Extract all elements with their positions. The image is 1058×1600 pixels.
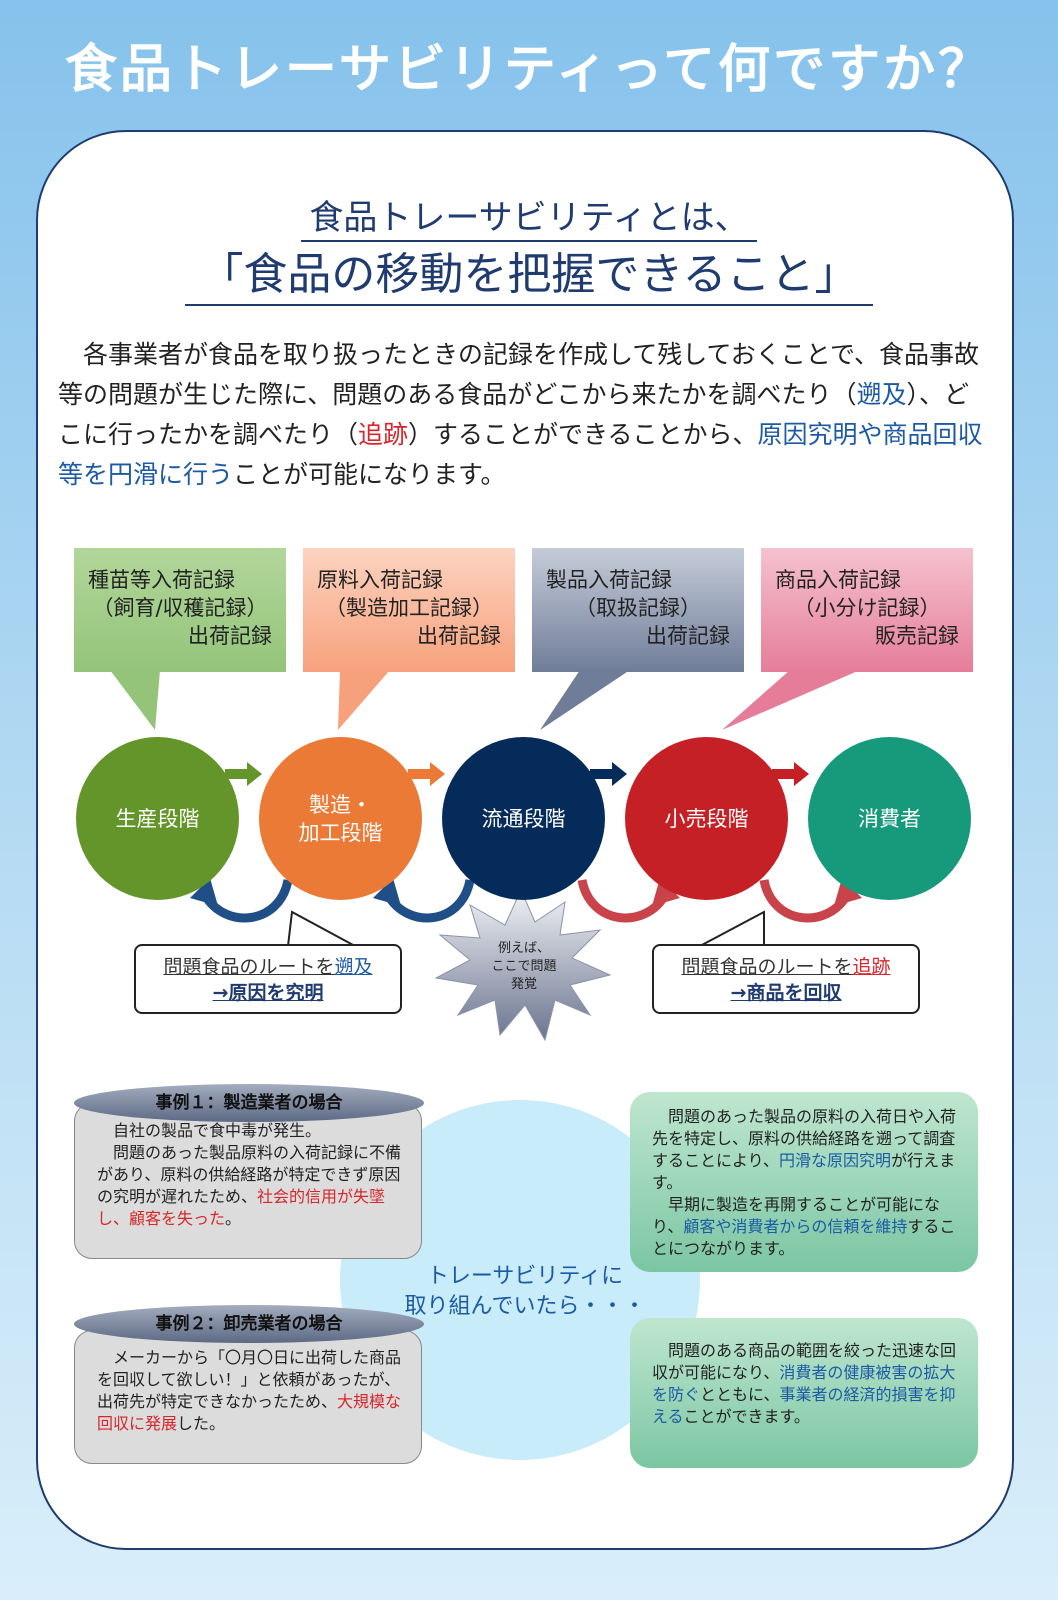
trace-back-box: 問題食品のルートを遡及 →原因を究明: [134, 944, 402, 1014]
keyword-trace-forward: 追跡: [358, 420, 409, 449]
stage-retail: 小売段階: [625, 737, 788, 900]
trace-forward-arrow-1: [577, 878, 669, 923]
trace-back-arrow-2: [384, 878, 475, 923]
center-message: トレーサビリティに 取り組んでいたら・・・: [404, 1264, 646, 1319]
arrow-2: [408, 762, 445, 786]
arrow-4: [772, 762, 809, 786]
trace-forward-box: 問題食品のルートを追跡 →商品を回収: [652, 944, 920, 1014]
keyword-smooth: 原因究明や商品回収等を円滑に行う: [58, 420, 983, 489]
case2-box: メーカーから「〇月〇日に出荷した商品を回収して欲しい！」と依頼があったが、出荷先…: [74, 1330, 422, 1464]
stage-manufacturing: 製造・加工段階: [259, 737, 422, 900]
record-bubble-2: 原料入荷記録 （製造加工記録） 出荷記録: [317, 568, 501, 648]
arrow-3: [590, 762, 627, 786]
record-bubble-3: 製品入荷記録 （取扱記録） 出荷記録: [546, 568, 730, 648]
case1-box: 自社の製品で食中毒が発生。 問題のあった製品原料の入荷記録に不備があり、原料の供…: [74, 1103, 422, 1259]
stage-consumer: 消費者: [808, 737, 971, 900]
record-bubble-4: 商品入荷記録 （小分け記録） 販売記録: [775, 568, 959, 648]
trace-forward-arrow-2: [759, 878, 851, 923]
record-bubble-3-shape: [532, 548, 744, 730]
page-title: 食品トレーサビリティって何ですか？: [64, 40, 994, 100]
case2-result: 問題のある商品の範囲を絞った迅速な回収が可能になり、消費者の健康被害の拡大を防ぐ…: [630, 1318, 978, 1468]
case1-result: 問題のあった製品の原料の入荷日や入荷先を特定し、原料の供給経路を遡って調査するこ…: [630, 1092, 978, 1272]
stage-production: 生産段階: [76, 737, 239, 900]
problem-burst-shape: [434, 888, 612, 1042]
subtitle-line1: 食品トレーサビリティとは、: [0, 190, 1058, 242]
record-bubble-4-shape: [722, 548, 973, 730]
subtitle-line2: 「食品の移動を把握できること」: [0, 238, 1058, 306]
trace-back-arrow-1: [201, 878, 293, 923]
case2-title: 事例２：卸売業者の場合: [74, 1305, 424, 1343]
keyword-trace-back: 遡及: [856, 380, 907, 409]
record-bubble-1-shape: [74, 548, 286, 730]
stage-distribution: 流通段階: [442, 737, 605, 900]
record-bubble-2-shape: [303, 548, 515, 730]
case1-title: 事例１：製造業者の場合: [74, 1084, 424, 1122]
arrow-1: [225, 762, 262, 786]
record-bubble-1: 種苗等入荷記録 （飼育/収穫記録） 出荷記録: [88, 568, 272, 648]
intro-paragraph: 各事業者が食品を取り扱ったときの記録を作成して残しておくことで、食品事故等の問題…: [58, 340, 983, 489]
problem-burst-label: 例えば、 ここで問題 発覚: [491, 941, 557, 992]
